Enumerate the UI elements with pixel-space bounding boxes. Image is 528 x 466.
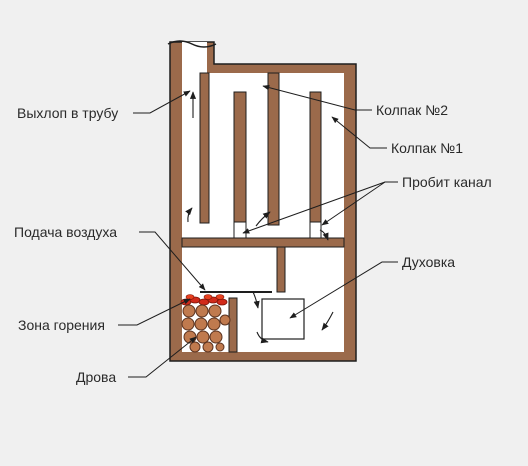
leader-combustion [118,298,191,326]
label-exhaust-to-chimney: Выхлоп в трубу [17,105,119,121]
hood-flow-arrow-mid [255,211,271,227]
firebox-flow-arrow [252,291,260,309]
leader-exhaust [133,90,191,114]
leader-air-supply [139,231,206,291]
oven-box [261,298,305,340]
gas-flow-arrows [185,91,334,344]
leader-hood1 [331,116,387,149]
hood-flow-arrow-left [185,207,193,223]
label-oven: Духовка [402,254,456,270]
label-hood-1: Колпак №1 [391,140,463,156]
leader-oven [289,261,398,319]
leader-firewood [128,336,197,378]
firewood-logs [181,304,231,353]
hood1-divider [309,91,322,224]
oven-baffle [276,246,286,293]
stove-interior [182,42,344,352]
oven-flow-arrow-bottom [256,331,269,344]
label-breached-channel: Пробит канал [402,174,492,190]
label-air-supply: Подача воздуха [14,224,117,240]
leader-breach-right [321,181,398,226]
chimney-top-break [167,40,217,48]
hood-separator-wall [267,72,280,226]
label-combustion-zone: Зона горения [18,317,105,333]
chimney-inner-wall [199,72,210,224]
breached-channel-left [233,221,247,239]
breached-channel-right [309,221,322,239]
hood2-divider [233,91,247,224]
oven-flow-arrow-right [321,311,334,331]
label-firewood: Дрова [76,369,117,385]
hood-flow-arrow-right [319,229,329,241]
callout-leaders [118,84,398,378]
leader-hood2 [262,84,372,111]
hood-floor-shelf [181,237,345,248]
firebox-wall [228,297,238,353]
label-hood-2: Колпак №2 [376,102,448,118]
